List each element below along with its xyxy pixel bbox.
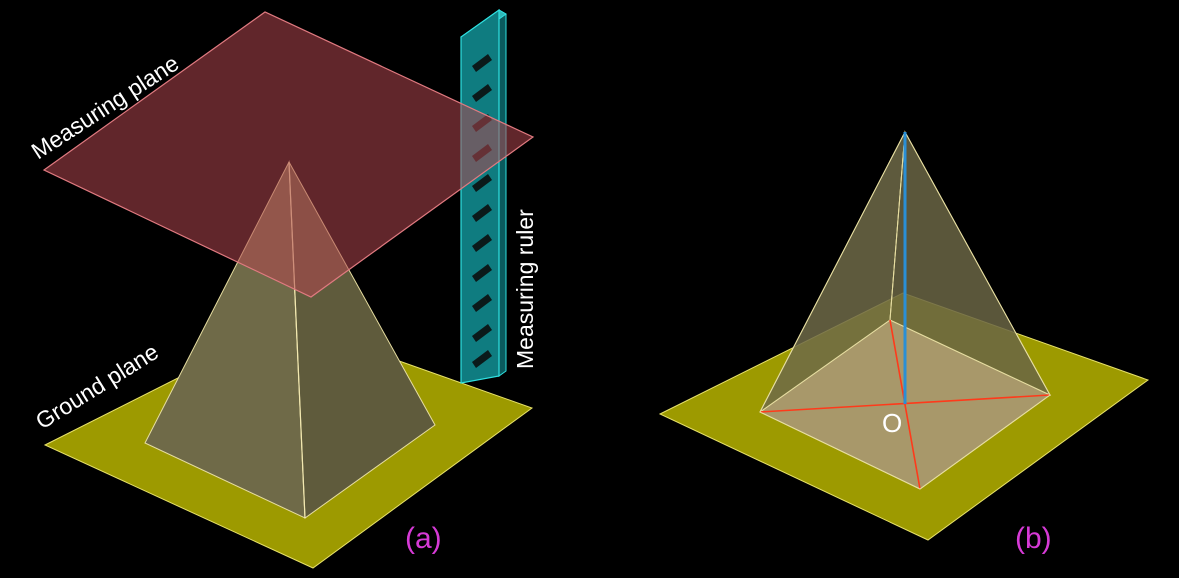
ruler-mark: [472, 294, 492, 312]
panel-b: O (b): [658, 130, 1150, 555]
ruler-mark: [472, 174, 492, 192]
pyramid-b-edges: [759, 131, 1051, 490]
pyramid-edge: [919, 394, 1051, 490]
subfigure-label-a: (a): [405, 522, 442, 555]
ruler-mark: [472, 324, 492, 342]
pyramid-edge: [889, 131, 906, 321]
measuring-ruler-label: Measuring ruler: [512, 209, 538, 369]
ruler-mark: [472, 204, 492, 222]
pyramid-edge: [904, 131, 1051, 396]
pyramid-edge: [759, 131, 906, 413]
center-point-label: O: [882, 408, 902, 438]
ruler-mark: [472, 264, 492, 282]
base-diagonal-2: [889, 319, 921, 490]
ruler-mark: [472, 84, 492, 102]
ruler-side: [498, 9, 507, 377]
measuring-ruler: [460, 8, 507, 384]
subfigure-label-b: (b): [1015, 522, 1052, 555]
measuring-plane: [42, 11, 535, 298]
ruler-face: [460, 8, 500, 384]
pyramid-edge: [759, 411, 921, 490]
ruler-mark: [472, 54, 492, 72]
ruler-mark: [472, 350, 492, 368]
ruler-mark: [472, 234, 492, 252]
panel-a: Measuring plane Ground plane Measuring r…: [27, 8, 538, 569]
